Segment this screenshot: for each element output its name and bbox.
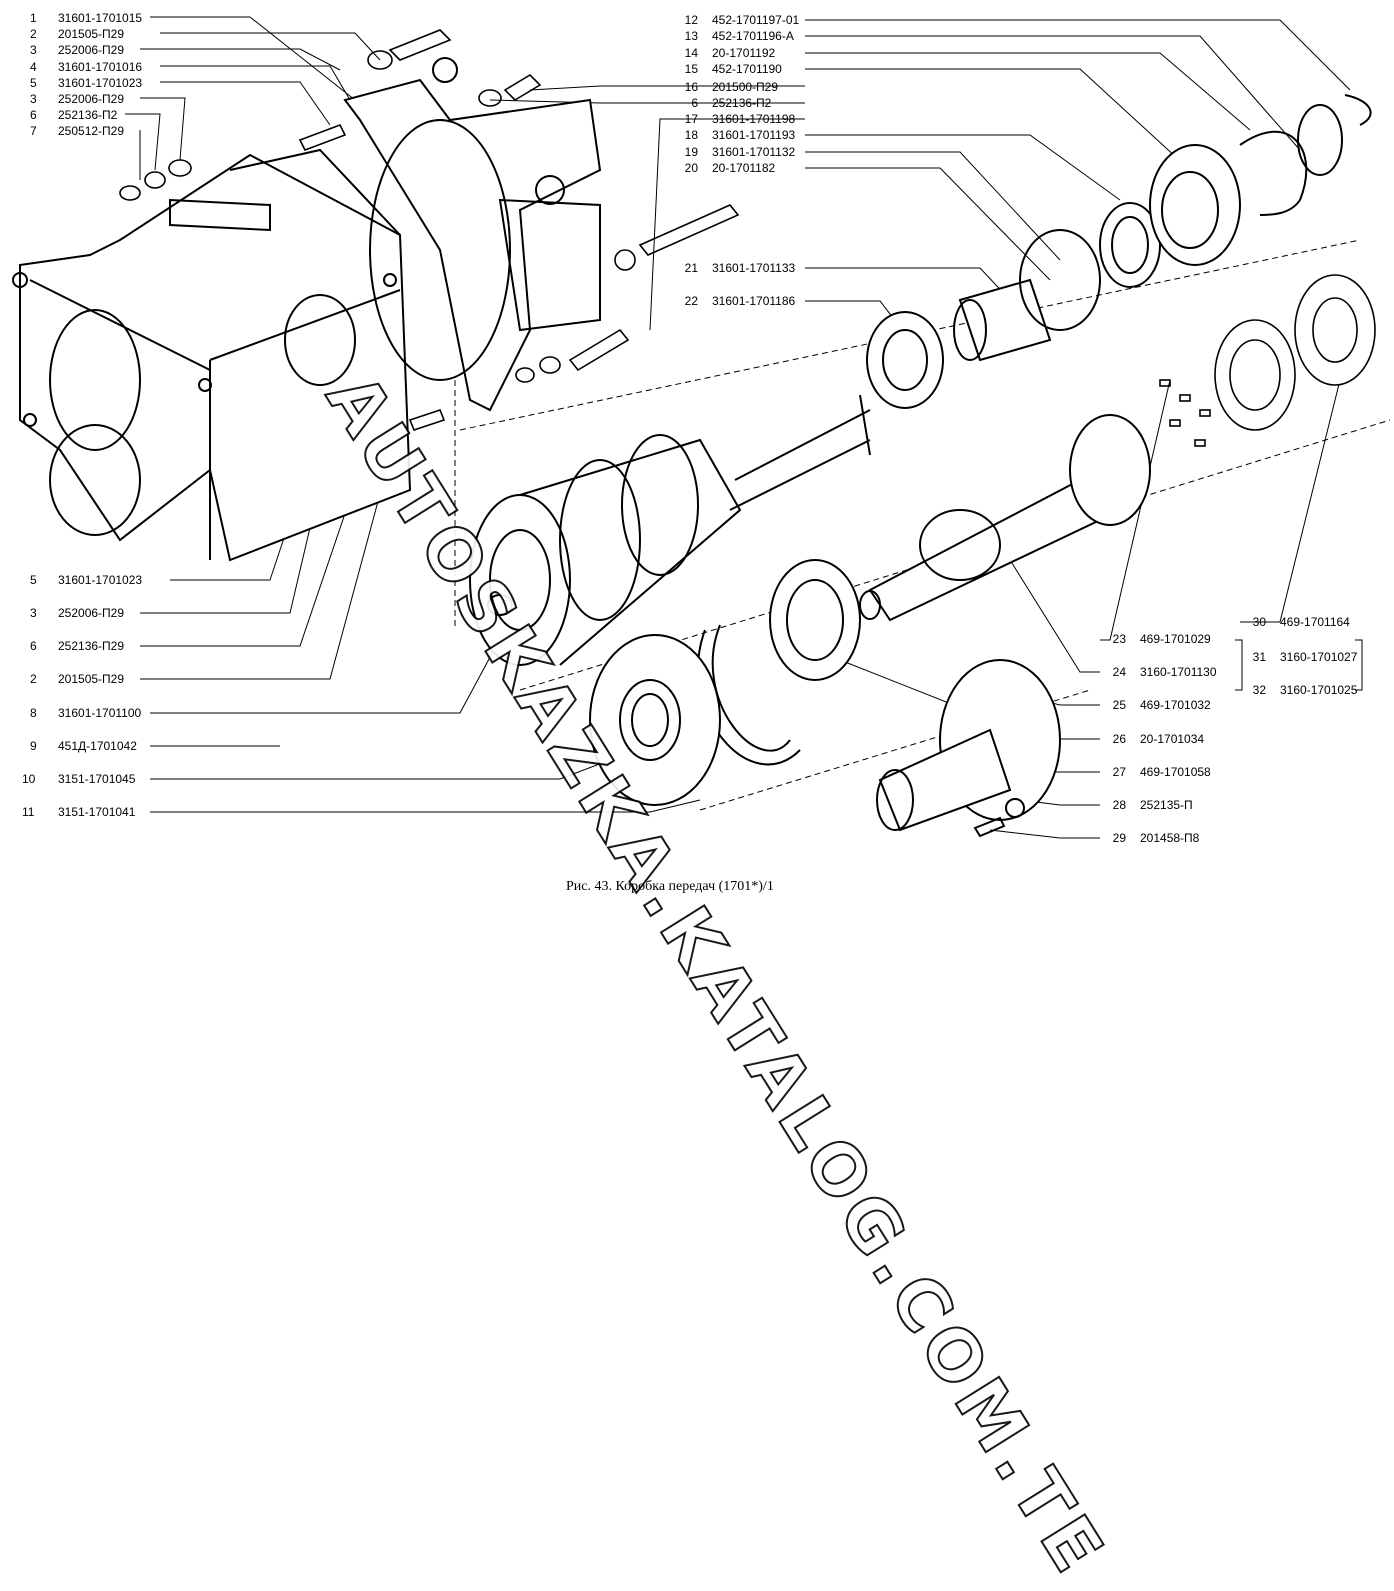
main-shaft bbox=[859, 414, 1151, 622]
sleeve-and-gear bbox=[953, 229, 1101, 362]
bearing-15 bbox=[1099, 94, 1372, 288]
front-cover bbox=[589, 634, 721, 806]
synchronizer-parts bbox=[1159, 274, 1376, 447]
figure-caption: Рис. 43. Коробка передач (1701*)/1 bbox=[566, 879, 774, 894]
output-flange bbox=[876, 659, 1061, 838]
extension-housing bbox=[343, 57, 602, 412]
gearbox-drawing bbox=[12, 16, 1391, 839]
gearbox-housing bbox=[12, 148, 412, 562]
bearing-25 bbox=[697, 559, 861, 766]
bolts-and-nuts bbox=[119, 29, 740, 431]
countershaft-gear-cluster bbox=[469, 394, 871, 666]
bearing-22 bbox=[866, 311, 944, 409]
